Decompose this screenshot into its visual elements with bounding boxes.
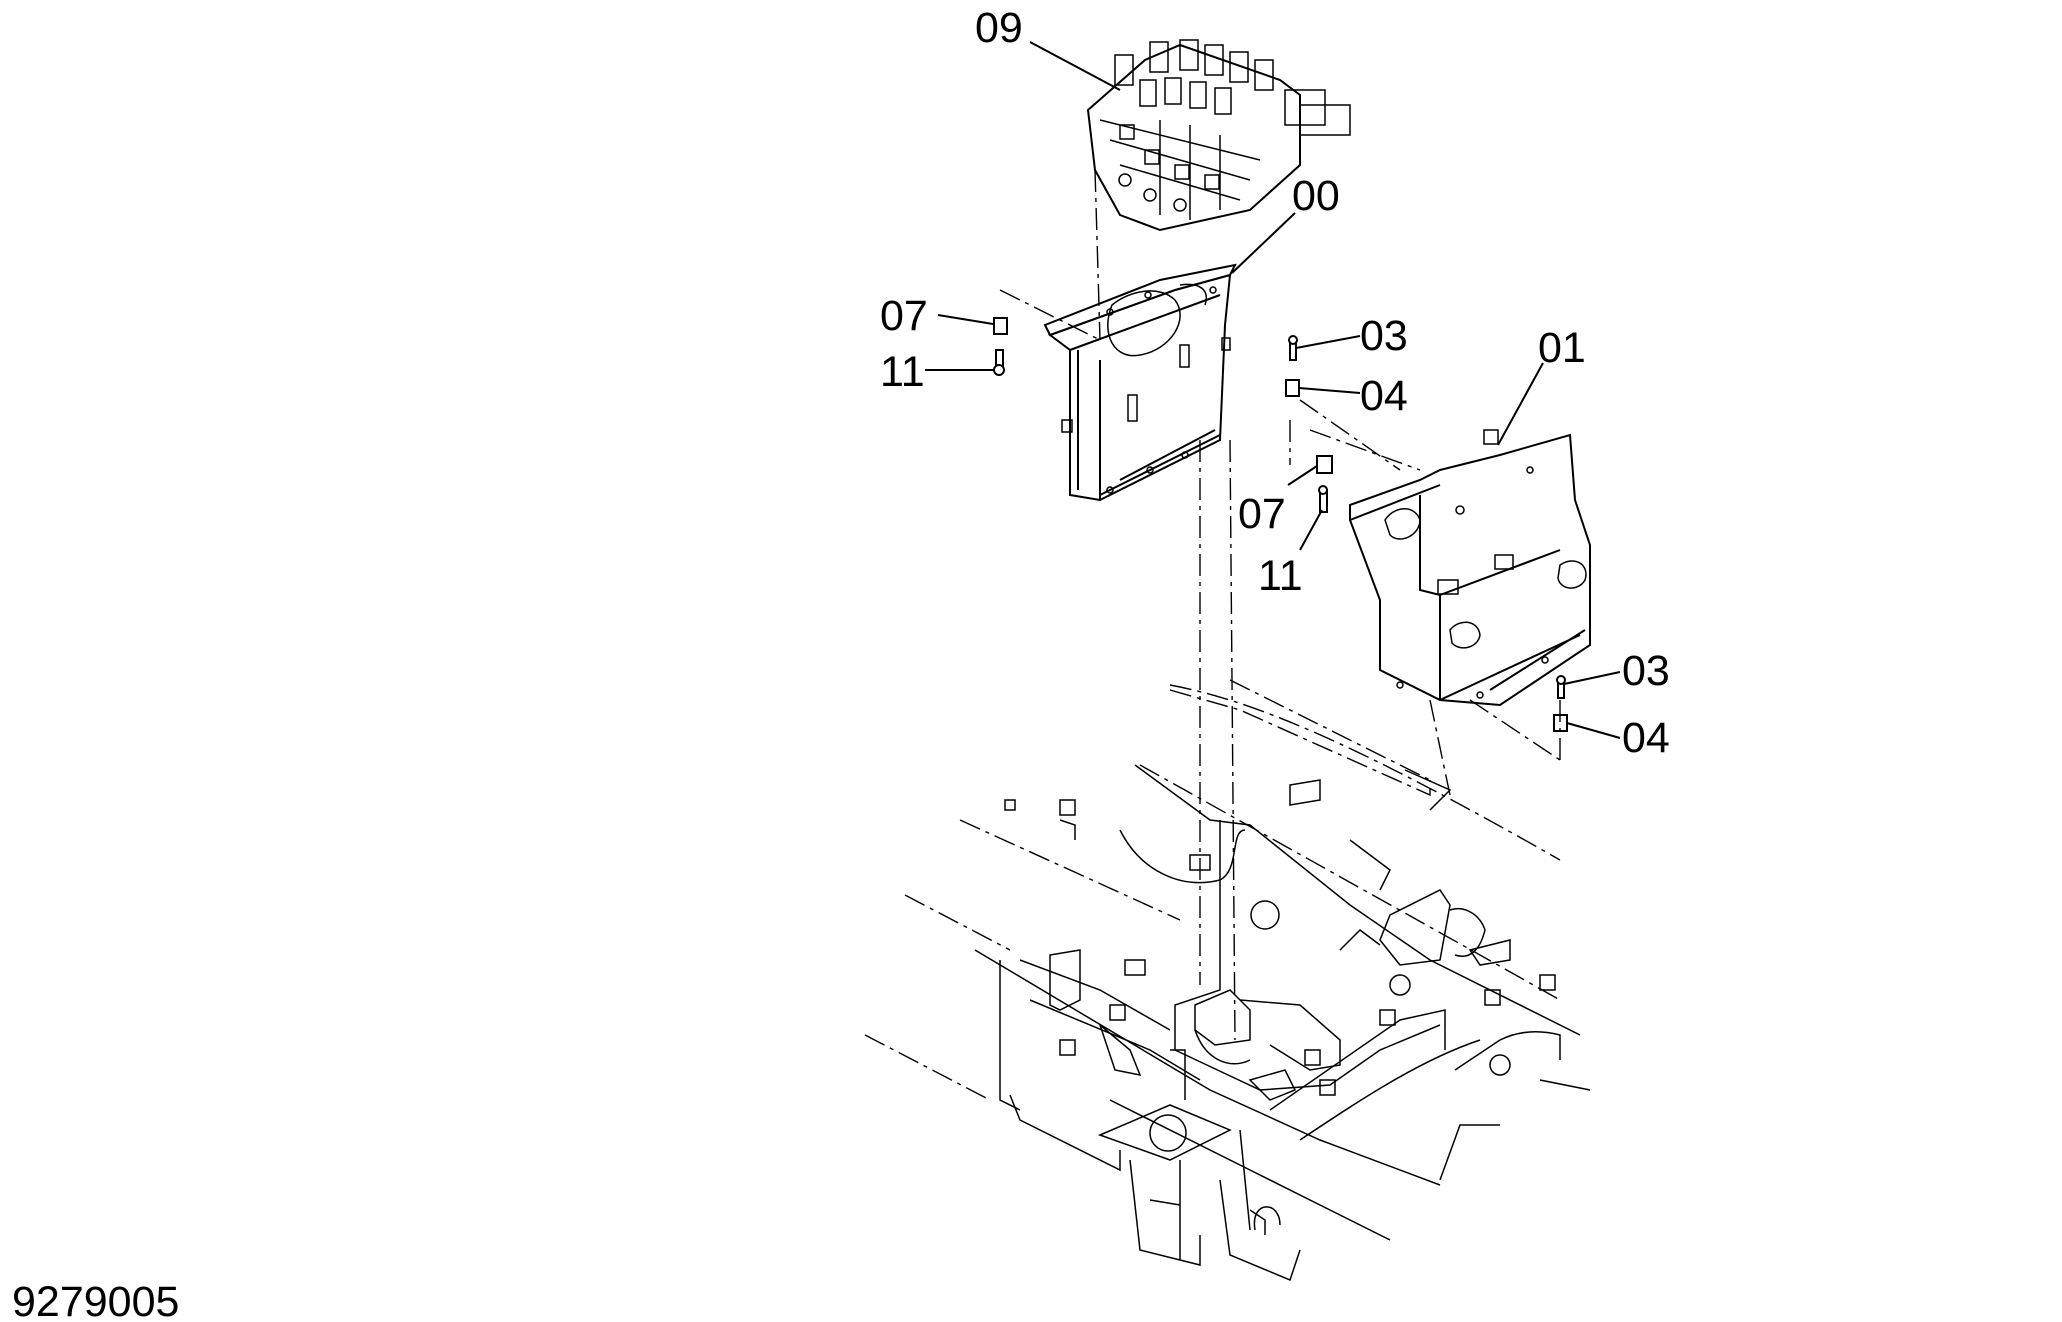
callout-03-lower: 03 <box>1622 647 1670 695</box>
frame-bracket-part <box>1349 429 1591 707</box>
callout-07-lower: 07 <box>1238 490 1286 538</box>
callout-11-lower: 11 <box>1258 552 1303 600</box>
callout-01: 01 <box>1538 324 1586 372</box>
callout-04-upper: 04 <box>1360 372 1408 420</box>
drawing-number: 9279005 <box>12 1278 179 1322</box>
callout-04-lower: 04 <box>1622 714 1670 762</box>
callout-03-upper: 03 <box>1360 312 1408 360</box>
assembly-lines <box>999 169 1561 1041</box>
base-frame-part <box>864 684 1591 1282</box>
leader-lines <box>925 41 1621 739</box>
callout-00: 00 <box>1292 172 1340 220</box>
callout-labels: 09 00 07 11 03 04 01 07 11 03 04 <box>880 4 1670 762</box>
callout-09: 09 <box>975 4 1023 52</box>
control-valve-part <box>1086 39 1351 232</box>
bolt-and-spacer-parts <box>993 317 1568 732</box>
callout-07-upper: 07 <box>880 292 928 340</box>
valve-bracket-part <box>1043 263 1237 502</box>
callout-11-upper: 11 <box>880 348 925 396</box>
